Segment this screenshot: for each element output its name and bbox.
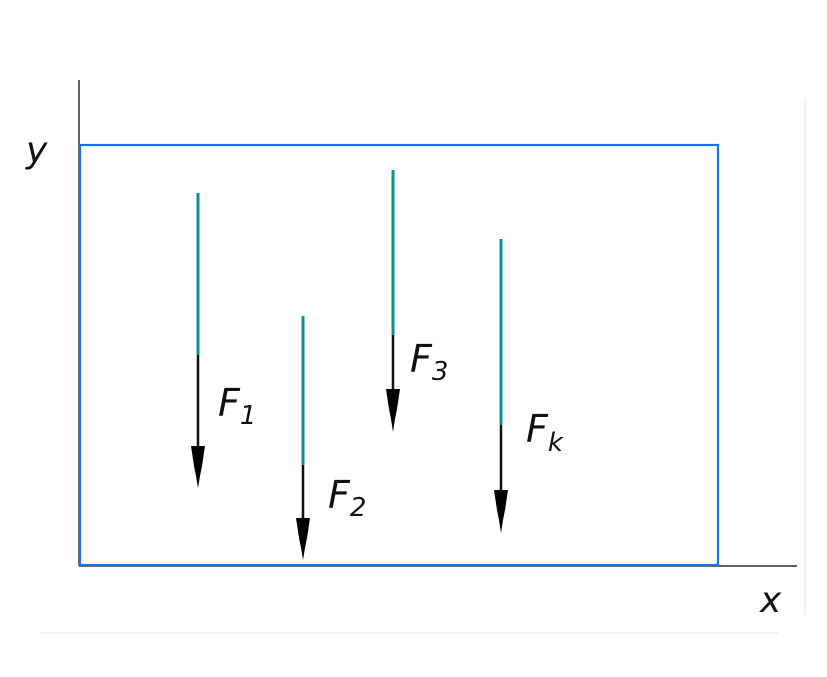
svg-text:F3: F3 (410, 337, 448, 387)
force-arrow-f1: F1 (191, 193, 256, 488)
arrowhead-f3 (386, 389, 400, 432)
arrowhead-fk (494, 490, 508, 533)
svg-text:F2: F2 (328, 473, 366, 523)
arrowhead-f1 (191, 446, 205, 488)
force-subscript-f1: 1 (240, 401, 257, 431)
body-rectangle (78, 143, 720, 567)
force-arrow-fk: Fk (494, 239, 564, 533)
force-arrow-f3: F3 (386, 170, 448, 432)
force-subscript-f3: 3 (432, 357, 449, 387)
force-subscript-f2: 2 (350, 493, 367, 523)
svg-text:Fk: Fk (526, 407, 564, 458)
force-label-f1: F (218, 381, 241, 425)
arrowhead-f2 (296, 518, 310, 560)
force-subscript-fk: k (548, 428, 564, 458)
force-label-f3: F (410, 337, 433, 381)
force-label-fk: F (526, 407, 549, 451)
x-axis-label: x (759, 580, 782, 621)
force-label-f2: F (328, 473, 351, 517)
y-axis-label: y (25, 130, 48, 171)
force-arrow-f2: F2 (296, 316, 366, 560)
svg-text:F1: F1 (218, 381, 256, 431)
